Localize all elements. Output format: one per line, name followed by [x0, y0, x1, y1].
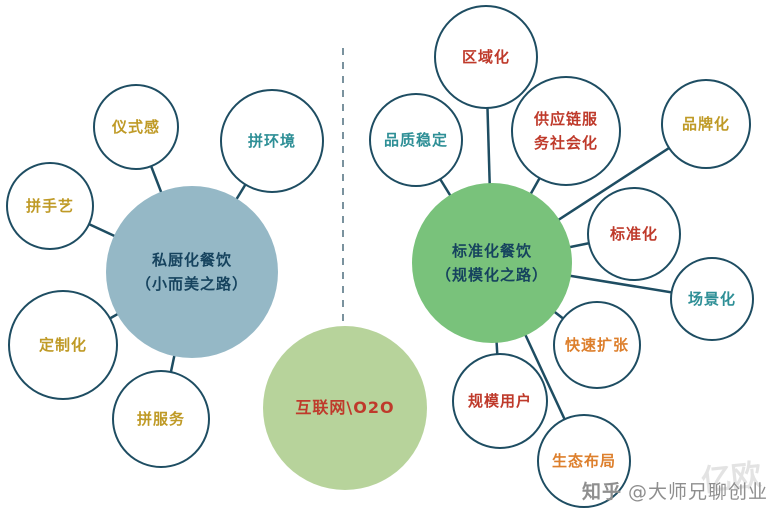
node-rapid-expansion: 快速扩张 [553, 301, 641, 389]
node-craftsmanship: 拼手艺 [6, 162, 94, 250]
node-quality-stability: 品质稳定 [369, 93, 463, 187]
node-branding: 品牌化 [661, 79, 751, 169]
zhihu-watermark: 知乎@大师兄聊创业 [582, 477, 768, 504]
node-scale-users: 规模用户 [452, 353, 548, 449]
node-label: 规模用户 [467, 392, 532, 410]
node-label: 生态布局 [551, 452, 616, 470]
node-label: 私厨化餐饮 （小而美之路） [135, 251, 248, 293]
node-ritual-sense: 仪式感 [93, 84, 179, 170]
node-label: 快速扩张 [564, 336, 629, 354]
node-label: 供应链服 务社会化 [533, 110, 598, 152]
node-label: 拼环境 [247, 132, 296, 150]
node-label: 定制化 [38, 336, 87, 354]
node-label: 仪式感 [111, 118, 160, 136]
node-label: 场景化 [687, 290, 736, 308]
node-label: 品质稳定 [383, 131, 448, 149]
node-customization: 定制化 [8, 290, 118, 400]
node-private-kitchen-main: 私厨化餐饮 （小而美之路） [106, 186, 278, 358]
node-label: 拼服务 [136, 410, 185, 428]
node-label: 品牌化 [681, 115, 730, 133]
node-internet-o2o: 互联网\O2O [263, 326, 427, 490]
node-service: 拼服务 [112, 370, 210, 468]
node-ecosystem-layout: 生态布局 [537, 414, 631, 508]
node-standardization: 标准化 [587, 187, 681, 281]
node-label: 标准化餐饮 （规模化之路） [435, 242, 548, 284]
node-label: 标准化 [609, 225, 658, 243]
node-label: 互联网\O2O [295, 398, 395, 418]
node-standardized-main: 标准化餐饮 （规模化之路） [412, 183, 572, 343]
node-label: 区域化 [461, 48, 510, 66]
zhihu-logo: 知乎 [581, 481, 622, 503]
node-environment: 拼环境 [220, 89, 324, 193]
node-regionalization: 区域化 [434, 5, 538, 109]
node-label: 拼手艺 [25, 197, 74, 215]
watermark-author: @大师兄聊创业 [627, 481, 768, 503]
node-scenario: 场景化 [670, 257, 754, 341]
node-supply-chain-socialization: 供应链服 务社会化 [511, 76, 621, 186]
